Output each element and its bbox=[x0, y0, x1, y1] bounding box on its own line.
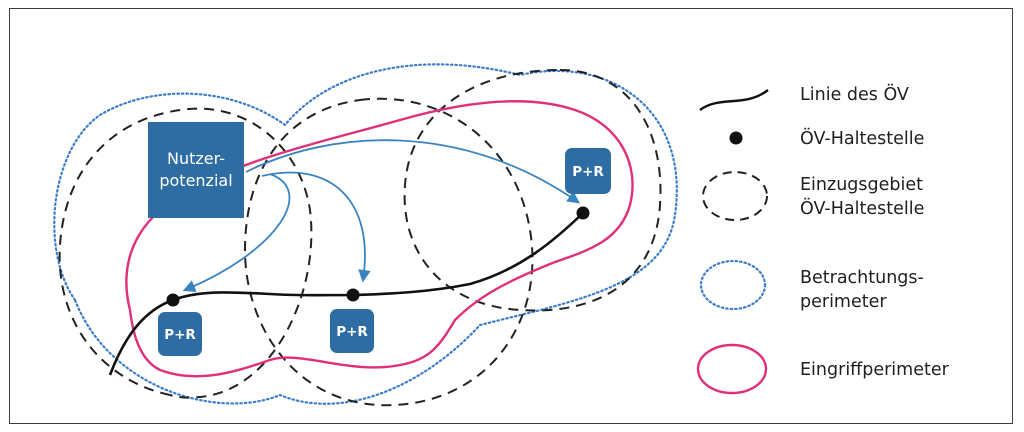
intervention-perimeter-outline bbox=[125, 100, 634, 378]
legend: Linie des ÖV ÖV-Haltestelle Einzugsgebie… bbox=[696, 83, 950, 395]
legend-transit-line-label: Linie des ÖV bbox=[800, 83, 909, 105]
transit-stop-right bbox=[576, 206, 590, 220]
park-and-ride-badge-middle: P+R bbox=[330, 309, 374, 353]
catchment-middle bbox=[243, 97, 534, 407]
catchment-left bbox=[58, 107, 313, 399]
park-and-ride-badge-right: P+R bbox=[565, 148, 611, 194]
park-and-ride-label-right: P+R bbox=[572, 164, 604, 180]
transit-stop-left bbox=[166, 293, 180, 307]
catchment-right bbox=[403, 68, 662, 312]
legend-intervention-perimeter-label: Eingriffperimeter bbox=[800, 360, 950, 380]
legend-catchment-label-line1: Einzugsgebiet bbox=[800, 175, 923, 195]
transit-line bbox=[108, 212, 584, 376]
study-perimeter-outline bbox=[53, 63, 678, 405]
user-potential-box bbox=[148, 122, 244, 218]
legend-transit-stop-icon bbox=[729, 131, 743, 145]
transit-stop-middle bbox=[346, 288, 360, 302]
arrow-to-right-stop bbox=[245, 139, 581, 204]
legend-study-perimeter-label-line2: perimeter bbox=[800, 292, 887, 312]
arrow-to-middle-stop bbox=[261, 171, 371, 283]
legend-study-perimeter-icon bbox=[699, 259, 767, 311]
legend-intervention-perimeter-icon bbox=[696, 343, 768, 395]
legend-catchment-icon bbox=[702, 171, 768, 221]
user-potential-label-line1: Nutzer- bbox=[167, 149, 225, 168]
legend-catchment-label-line2: ÖV-Haltestelle bbox=[800, 197, 924, 219]
legend-transit-line-icon bbox=[699, 89, 769, 111]
arrow-to-left-stop bbox=[182, 173, 291, 292]
park-and-ride-badge-left: P+R bbox=[158, 312, 202, 356]
park-and-ride-label-left: P+R bbox=[164, 327, 196, 343]
legend-study-perimeter-label-line1: Betrachtungs- bbox=[800, 268, 924, 288]
user-potential-label-line2: potenzial bbox=[159, 171, 232, 190]
park-and-ride-label-middle: P+R bbox=[336, 324, 368, 340]
legend-transit-stop-label: ÖV-Haltestelle bbox=[800, 127, 924, 149]
